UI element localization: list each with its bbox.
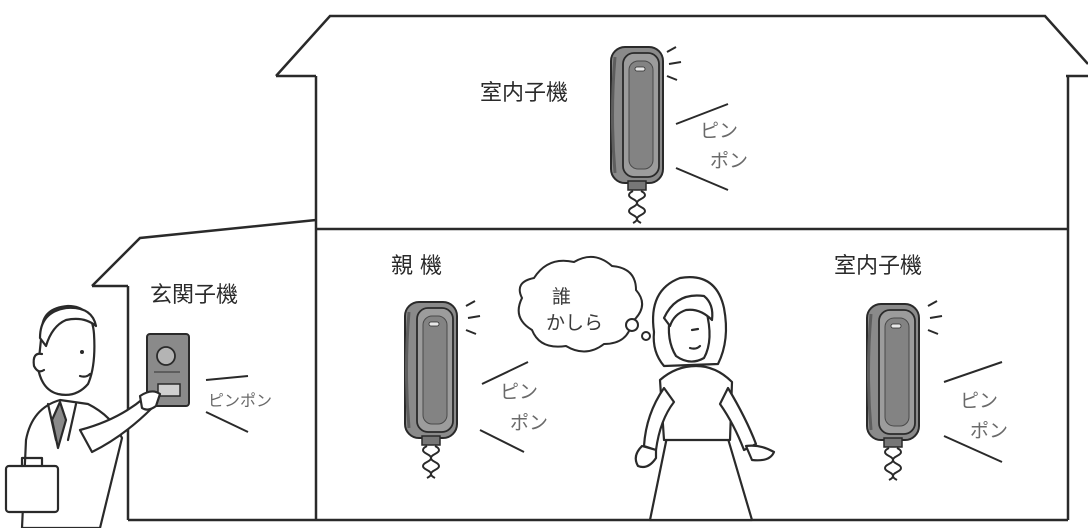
house-outline: [91, 14, 1088, 522]
thought-line-2: かしら: [546, 312, 604, 334]
room-sound-pin: ピン: [960, 390, 999, 412]
door-unit-icon: [146, 333, 249, 433]
room-handset-label: 室内子機: [834, 254, 923, 279]
upstairs-handset-icon: [609, 45, 729, 225]
main-unit-icon: [403, 300, 529, 480]
woman-icon: [634, 276, 776, 522]
main-sound-pin: ピン: [500, 381, 539, 403]
door-unit-label: 玄関子機: [150, 283, 239, 308]
main-unit-label: 親 機: [391, 254, 442, 279]
room-handset-icon: [865, 300, 1003, 482]
door-sound-pinpon: ピンポン: [208, 391, 273, 410]
upstairs-handset-label: 室内子機: [480, 81, 569, 106]
visitor-icon: [4, 304, 162, 528]
upstairs-sound-pin: ピン: [700, 120, 739, 142]
main-sound-pon: ポン: [510, 412, 549, 434]
upstairs-sound-pon: ポン: [710, 150, 749, 172]
thought-bubble: [517, 255, 651, 353]
thought-line-1: 誰: [552, 286, 572, 308]
room-sound-pon: ポン: [970, 420, 1009, 442]
